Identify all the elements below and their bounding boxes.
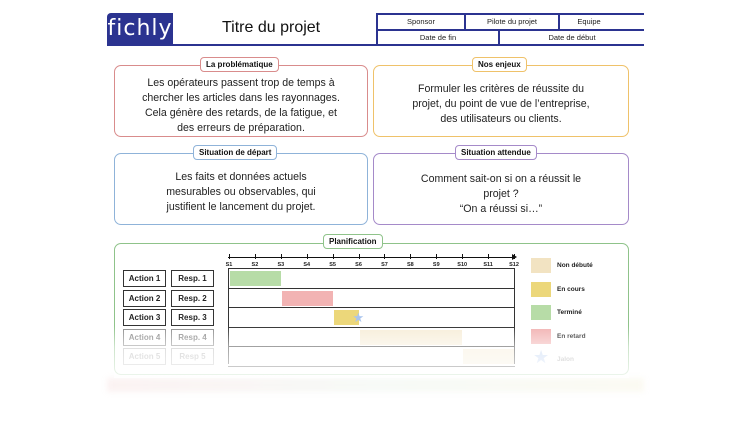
legend-label: Terminé (557, 309, 582, 316)
situation-depart-line: justifient le lancement du projet. (166, 201, 316, 213)
header-vline-3 (558, 13, 560, 30)
header-vline-4 (498, 29, 500, 44)
gantt-row-line (228, 326, 515, 328)
timeline-tick (488, 254, 490, 259)
field-sponsor: Sponsor (407, 17, 435, 26)
header-mid-line (376, 29, 644, 31)
legend-swatch (531, 328, 551, 344)
problematique-label: La problématique (200, 57, 279, 72)
project-title: Titre du projet (222, 19, 321, 36)
resp-label: Resp. 2 (171, 289, 214, 307)
timeline-tick (332, 254, 334, 259)
situation-depart-box: Les faits et données actuels mesurables … (114, 153, 368, 225)
week-label: S1 (225, 262, 233, 268)
problematique-line: des erreurs de préparation. (177, 122, 305, 134)
timeline-tick (462, 254, 464, 259)
header-top-line (376, 13, 644, 15)
task-bar[interactable] (230, 271, 281, 286)
field-equipe: Equipe (577, 17, 601, 26)
enjeux-label: Nos enjeux (472, 57, 527, 72)
gantt-row-line (228, 268, 515, 269)
action-label: Action 2 (123, 289, 166, 307)
timeline-tick (358, 254, 360, 259)
problematique-box: Les opérateurs passent trop de temps à c… (114, 65, 368, 137)
week-label: S7 (381, 262, 388, 268)
week-label: S3 (277, 262, 285, 268)
week-label: S4 (303, 262, 311, 268)
situation-depart-line: Les faits et données actuels (175, 171, 307, 183)
enjeux-box: Formuler les critères de réussite du pro… (373, 65, 629, 137)
timeline-tick (384, 254, 386, 259)
situation-attendue-line: “On a réussi si…” (459, 203, 543, 215)
situation-attendue-box: Comment sait-on si on a réussit le proje… (373, 153, 629, 225)
problematique-line: Les opérateurs passent trop de temps à (147, 77, 335, 89)
action-label: Action 5 (123, 348, 166, 365)
action-label: Action 4 (123, 328, 166, 346)
situation-depart-label: Situation de départ (193, 145, 278, 160)
legend-milestone-star-icon: ★ (533, 347, 550, 367)
header-vline-2 (464, 13, 466, 30)
gantt-right-border (514, 268, 515, 364)
legend-swatch (531, 258, 551, 273)
field-date-debut: Date de début (548, 33, 596, 42)
timeline-axis (228, 257, 515, 258)
gantt-left-border (228, 268, 229, 364)
header-vline-1 (376, 13, 378, 44)
gantt-row-line (228, 346, 515, 347)
resp-label: Resp. 1 (171, 270, 214, 287)
problematique-line: chercher les articles dans les rayonnage… (142, 92, 340, 104)
situation-depart-line: mesurables ou observables, qui (166, 186, 316, 198)
legend-swatch (531, 281, 551, 297)
week-label: S2 (251, 262, 259, 268)
task-bar[interactable] (463, 349, 514, 364)
timeline-tick (306, 254, 308, 259)
field-date-fin: Date de fin (419, 33, 457, 42)
timeline-tick (254, 254, 256, 259)
resp-label: Resp 5 (171, 348, 214, 365)
milestone-star-icon: ★ (352, 310, 365, 325)
timeline-tick (229, 254, 230, 259)
situation-attendue-label: Situation attendue (455, 145, 537, 160)
week-label: S5 (329, 262, 336, 268)
header-bottom-line (107, 44, 644, 46)
week-label: S8 (406, 262, 414, 268)
week-label: S11 (483, 262, 493, 268)
enjeux-line: projet, du point de vue de l’entreprise, (412, 98, 590, 110)
legend-label: En cours (557, 285, 585, 293)
enjeux-line: des utilisateurs ou clients. (440, 113, 562, 125)
gantt-row-line (228, 287, 515, 289)
legend-label: Non débuté (557, 262, 593, 269)
week-label: S9 (432, 262, 440, 268)
timeline-tick (410, 254, 412, 259)
resp-label: Resp. 4 (171, 328, 214, 346)
week-label: S6 (355, 262, 362, 268)
fichly-logo: fichly (107, 13, 173, 44)
legend-swatch (531, 305, 551, 320)
legend-label: En retard (557, 332, 586, 340)
enjeux-line: Formuler les critères de réussite du (417, 83, 585, 95)
situation-attendue-line: Comment sait-on si on a réussit le (420, 173, 582, 185)
gantt-row-line (228, 307, 515, 308)
field-pilote: Pilote du projet (486, 17, 538, 26)
problematique-line: Cela génère des retards, de la fatigue, … (145, 107, 337, 119)
timeline-tick (514, 254, 515, 259)
legend-label: Jalon (557, 356, 574, 363)
action-label: Action 3 (123, 309, 166, 326)
resp-label: Resp. 3 (171, 309, 214, 326)
task-bar[interactable] (359, 329, 463, 345)
week-label: S10 (457, 262, 468, 268)
timeline-tick (436, 254, 438, 259)
task-bar[interactable] (281, 290, 333, 306)
action-label: Action 1 (123, 270, 166, 287)
task-bar[interactable] (333, 310, 359, 325)
gantt-row-line (228, 365, 515, 367)
timeline-tick (280, 254, 282, 259)
planification-label: Planification (323, 234, 383, 249)
week-label: S12 (509, 262, 519, 268)
situation-attendue-line: projet ? (483, 188, 519, 200)
sheet-shadow (107, 378, 644, 392)
